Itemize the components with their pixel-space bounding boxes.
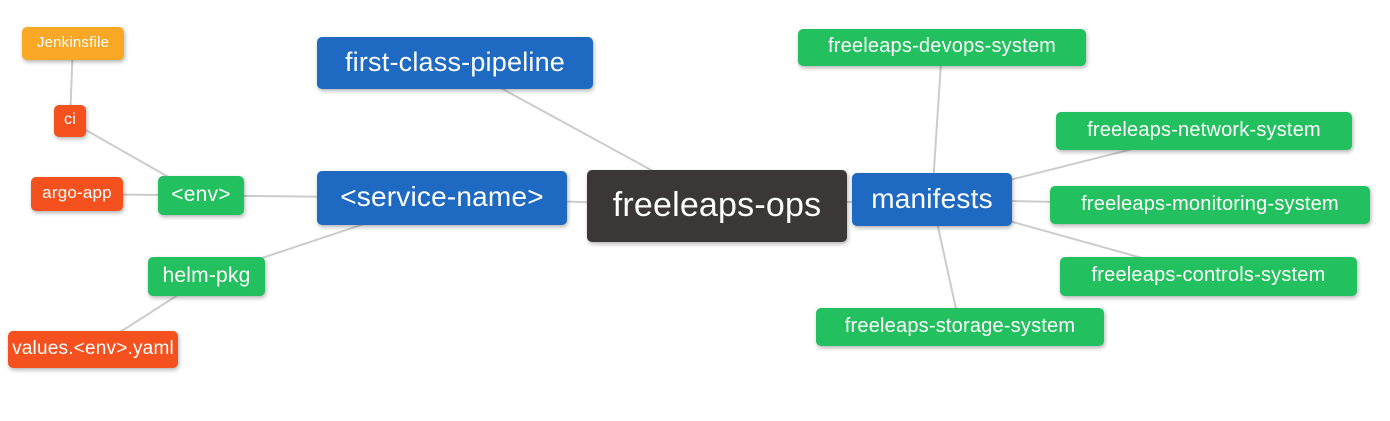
- node-label: <env>: [171, 182, 231, 206]
- node-label: first-class-pipeline: [344, 46, 566, 77]
- node-freeleaps-devops-system[interactable]: freeleaps-devops-system: [798, 29, 1086, 66]
- node-first-class-pipeline[interactable]: first-class-pipeline: [317, 37, 593, 89]
- node-ci[interactable]: ci: [54, 105, 86, 137]
- node-label: <service-name>: [340, 181, 544, 212]
- node-label: freeleaps-ops: [612, 185, 822, 224]
- node-label: freeleaps-monitoring-system: [1081, 192, 1339, 215]
- node-label: manifests: [871, 182, 993, 214]
- node-label: helm-pkg: [162, 263, 251, 287]
- node-freeleaps-monitoring-system[interactable]: freeleaps-monitoring-system: [1050, 186, 1370, 224]
- node-label: freeleaps-controls-system: [1091, 264, 1326, 286]
- node-helm-pkg[interactable]: helm-pkg: [148, 257, 265, 296]
- node-jenkinsfile[interactable]: Jenkinsfile: [22, 27, 124, 60]
- node-label: freeleaps-storage-system: [844, 314, 1076, 337]
- node-label: Jenkinsfile: [36, 34, 110, 51]
- node-label: argo-app: [42, 183, 112, 202]
- node-manifests[interactable]: manifests: [852, 173, 1012, 226]
- node-freeleaps-storage-system[interactable]: freeleaps-storage-system: [816, 308, 1104, 346]
- node-freeleaps-ops[interactable]: freeleaps-ops: [587, 170, 847, 242]
- node-label: values.<env>.yaml: [12, 337, 174, 359]
- node-values-env-yaml[interactable]: values.<env>.yaml: [8, 331, 178, 368]
- node-label: freeleaps-network-system: [1087, 118, 1321, 141]
- node-argo-app[interactable]: argo-app: [31, 177, 123, 211]
- node-label: freeleaps-devops-system: [827, 35, 1057, 57]
- node-freeleaps-controls-system[interactable]: freeleaps-controls-system: [1060, 257, 1357, 296]
- node-label: ci: [64, 111, 76, 128]
- node-service-name[interactable]: <service-name>: [317, 171, 567, 225]
- node-env[interactable]: <env>: [158, 176, 244, 215]
- node-freeleaps-network-system[interactable]: freeleaps-network-system: [1056, 112, 1352, 150]
